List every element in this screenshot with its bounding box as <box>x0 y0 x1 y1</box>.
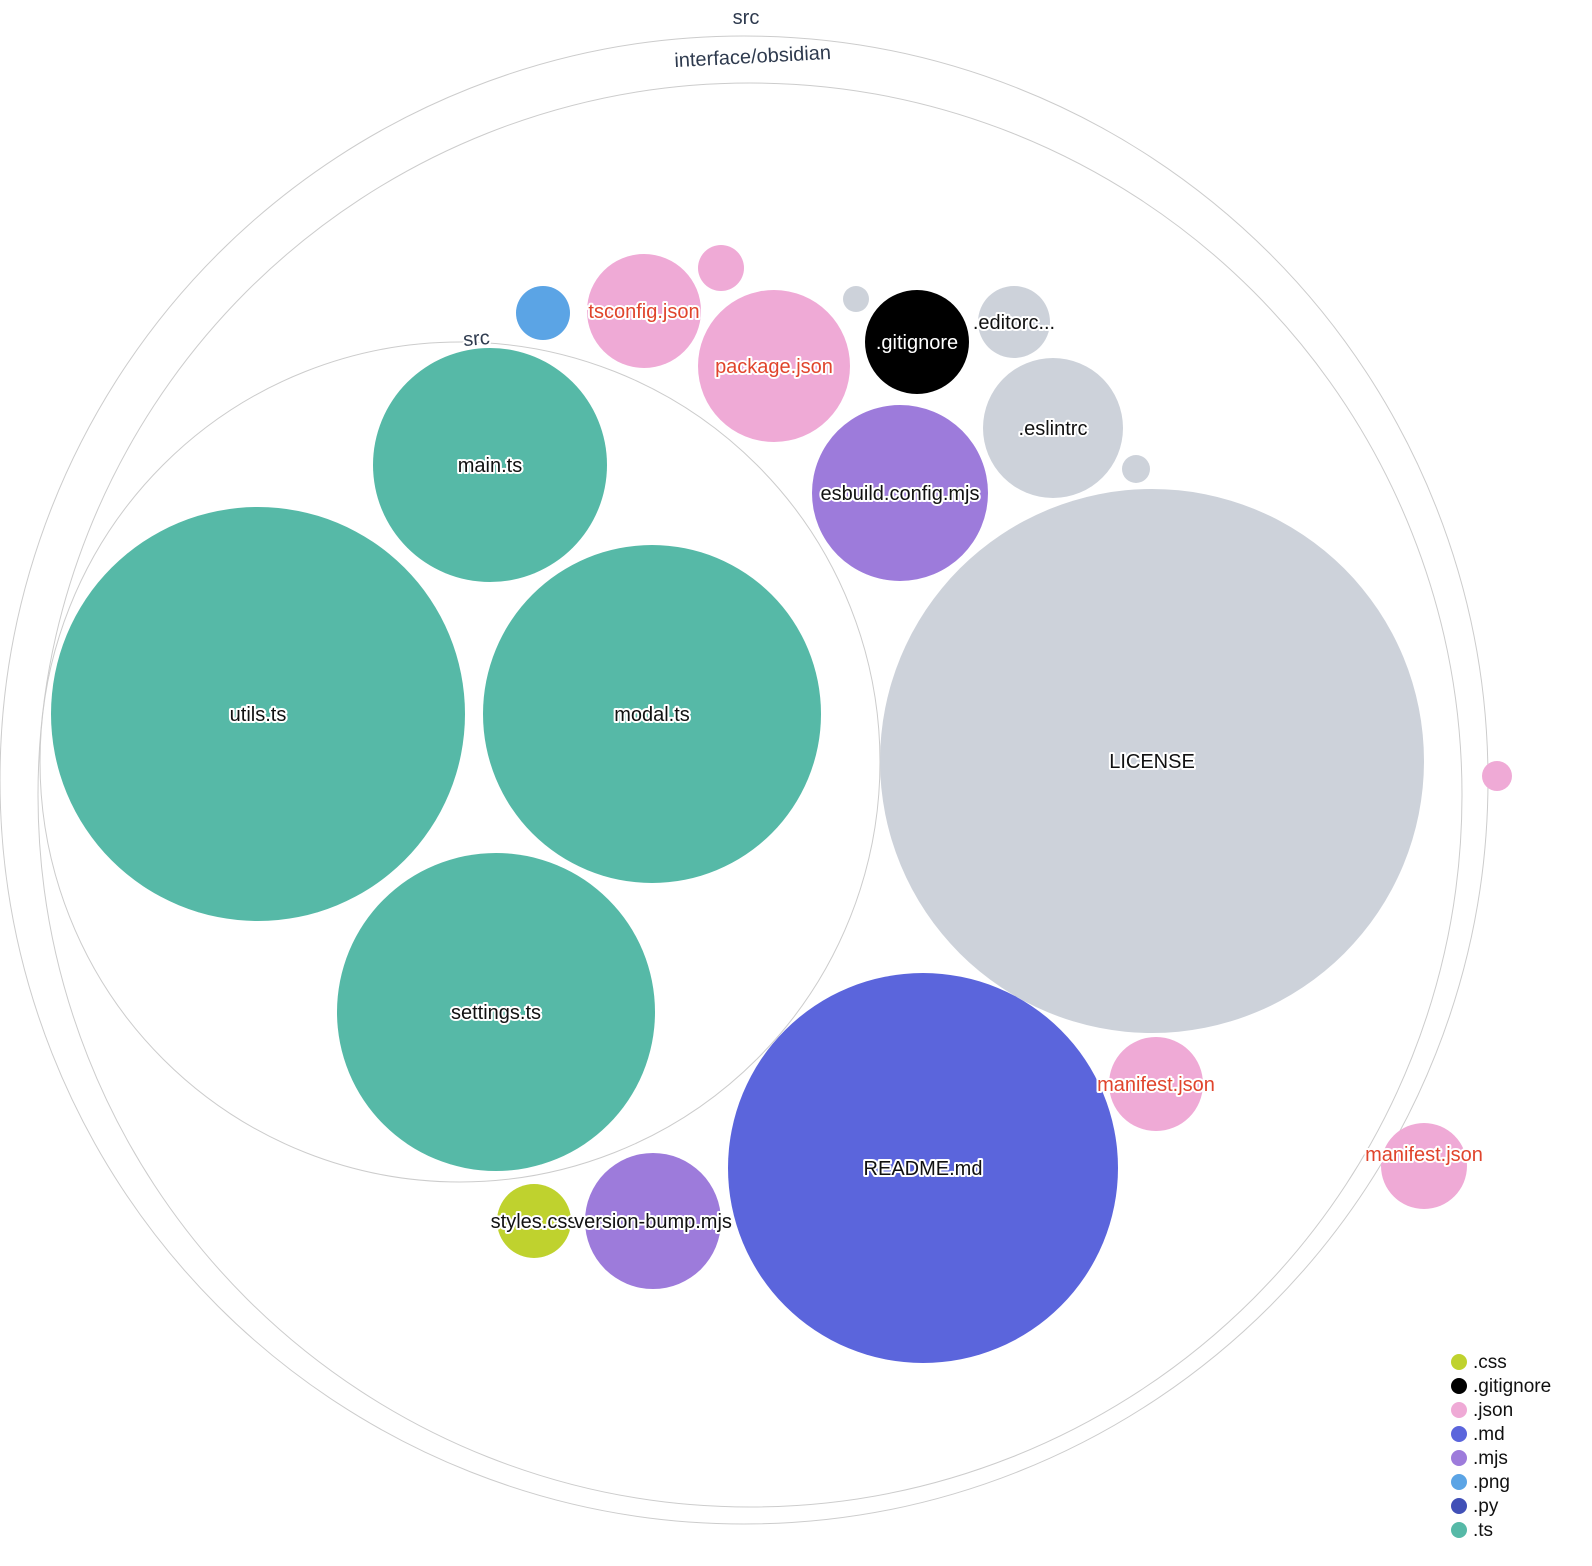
file-label-esbuild-config-mjs: esbuild.config.mjs <box>821 483 980 505</box>
file-circle-license[interactable] <box>880 489 1424 1033</box>
file-label-tsconfig-json: tsconfig.json <box>588 301 699 323</box>
file-circle-json-small-top[interactable] <box>698 245 744 291</box>
legend-label-py: .py <box>1473 1496 1499 1517</box>
file-label-readme-md: README.md <box>864 1158 983 1180</box>
file-circle-main-ts[interactable] <box>373 348 607 582</box>
file-label-eslintrc: .eslintrc <box>1019 418 1088 440</box>
file-circle-package-json[interactable] <box>698 290 850 442</box>
file-circle-gitignore[interactable] <box>865 290 969 394</box>
legend-dot-ts <box>1451 1522 1467 1538</box>
file-circle-tsconfig-json[interactable] <box>587 254 701 368</box>
file-circle-styles-css[interactable] <box>497 1184 571 1258</box>
file-label-modal-ts: modal.ts <box>614 704 690 726</box>
file-circle-modal-ts[interactable] <box>483 545 821 883</box>
legend-dot-css <box>1451 1354 1467 1370</box>
file-label-gitignore: .gitignore <box>876 332 958 354</box>
file-circle-manifest-json[interactable] <box>1109 1037 1203 1131</box>
file-circle-dotfile-small-1[interactable] <box>843 286 869 312</box>
legend-label-css: .css <box>1473 1352 1507 1373</box>
file-circle-readme-md[interactable] <box>728 973 1118 1363</box>
file-label-styles-css: styles.css <box>491 1211 578 1233</box>
folder-circle-src <box>39 341 881 1183</box>
folder-circle-interface-obsidian <box>37 82 1463 1508</box>
file-circle-utils-ts[interactable] <box>51 507 465 921</box>
file-label-manifest-json: manifest.json <box>1097 1074 1215 1096</box>
file-label-manifest-json-outer: manifest.json <box>1365 1144 1483 1166</box>
outer-label-interface-obsidian: interface/obsidian <box>674 42 832 72</box>
legend-label-gitignore: .gitignore <box>1473 1376 1551 1397</box>
legend-dot-json <box>1451 1402 1467 1418</box>
legend-dot-py <box>1451 1498 1467 1514</box>
legend-label-md: .md <box>1473 1424 1505 1445</box>
file-label-editorconfig: .editorc... <box>973 312 1055 334</box>
file-circle-eslintrc[interactable] <box>983 358 1123 498</box>
folder-label-src: src <box>462 327 490 351</box>
legend-label-json: .json <box>1473 1400 1513 1421</box>
legend-dot-png <box>1451 1474 1467 1490</box>
file-label-utils-ts: utils.ts <box>230 704 287 726</box>
legend-label-mjs: .mjs <box>1473 1448 1508 1469</box>
file-label-license: LICENSE <box>1109 751 1195 773</box>
file-label-version-bump-mjs: version-bump.mjs <box>574 1211 732 1233</box>
file-circle-esbuild-config-mjs[interactable] <box>812 405 988 581</box>
file-label-main-ts: main.ts <box>458 455 522 477</box>
legend-dot-md <box>1451 1426 1467 1442</box>
file-label-package-json: package.json <box>715 356 833 378</box>
file-circle-png-file[interactable] <box>516 286 570 340</box>
file-circle-settings-ts[interactable] <box>337 853 655 1171</box>
legend-dot-gitignore <box>1451 1378 1467 1394</box>
file-circle-manifest-json-outer[interactable] <box>1381 1123 1467 1209</box>
file-circle-json-small-right[interactable] <box>1482 761 1512 791</box>
file-label-settings-ts: settings.ts <box>451 1002 541 1024</box>
file-circle-version-bump-mjs[interactable] <box>585 1153 721 1289</box>
outer-label-src: src <box>733 7 760 29</box>
legend-dot-mjs <box>1451 1450 1467 1466</box>
legend-label-png: .png <box>1473 1472 1510 1493</box>
file-circle-dotfile-small-2[interactable] <box>1122 455 1150 483</box>
file-circle-editorconfig[interactable] <box>978 286 1050 358</box>
legend-label-ts: .ts <box>1473 1520 1493 1541</box>
